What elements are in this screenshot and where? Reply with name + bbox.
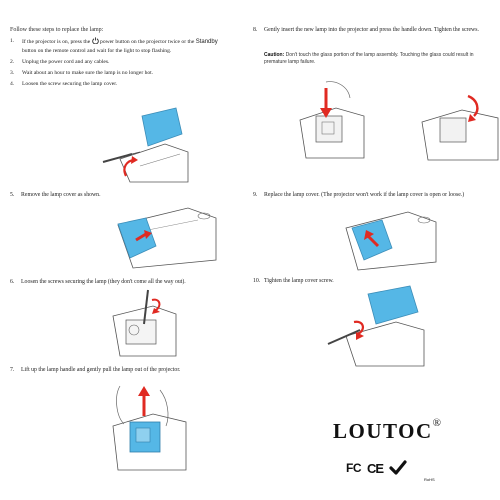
- step-1: 1. If the projector is on, press the pow…: [10, 37, 242, 55]
- rohs-label: RoHS: [424, 477, 435, 482]
- step-1-text-c: button on the remote control and wait fo…: [22, 47, 172, 54]
- illustration-step-6: [112, 289, 177, 357]
- illustration-step-4: [102, 107, 189, 183]
- step-number: 6.: [10, 279, 15, 285]
- step-text: Tighten the lamp cover screw.: [264, 278, 334, 284]
- step-number: 4.: [10, 81, 15, 88]
- step-6: 6. Loosen the screws securing the lamp (t…: [10, 278, 250, 286]
- illustration-step-7: [112, 385, 187, 471]
- step-number: 1.: [10, 38, 15, 44]
- step-7: 7. Lift up the lamp handle and gently pul…: [10, 366, 250, 374]
- step-9: 9. Replace the lamp cover. (The projector…: [253, 191, 498, 199]
- step-10: 10.Tighten the lamp cover screw.: [253, 277, 493, 285]
- step-text: Loosen the screws securing the lamp (the…: [21, 279, 186, 285]
- step-number: 9.: [253, 192, 258, 198]
- step-text: Gently insert the new lamp into the proj…: [264, 27, 479, 33]
- caution-text: Don't touch the glass portion of the lam…: [264, 52, 474, 65]
- illustration-step-9: [345, 211, 437, 271]
- fc-mark: FC: [346, 461, 362, 475]
- caution-label: Caution:: [264, 52, 285, 58]
- step-text: Loosen the screw securing the lamp cover…: [22, 81, 118, 88]
- rohs-check-icon: [389, 460, 407, 476]
- step-1-text-b: power button on the projector twice or t…: [100, 39, 195, 45]
- step-1-text-a: If the projector is on, press the: [22, 39, 91, 45]
- certification-marks: FC CE: [346, 460, 407, 476]
- illustration-step-8-insert: [299, 81, 365, 159]
- illustration-step-5: [117, 207, 217, 269]
- instructions-intro: Follow these steps to replace the lamp:: [10, 27, 104, 33]
- step-4: 4. Loosen the screw securing the lamp co…: [10, 80, 242, 88]
- standby-label: Standby: [195, 39, 218, 45]
- step-text: Lift up the lamp handle and gently pull …: [21, 367, 181, 373]
- step-number: 10.: [253, 278, 261, 284]
- step-number: 8.: [253, 27, 258, 33]
- step-text: Wait about an hour to make sure the lamp…: [22, 69, 154, 76]
- brand-logo: LOUTOC®: [333, 417, 443, 444]
- step-number: 3.: [10, 69, 15, 76]
- ce-mark: CE: [367, 460, 384, 476]
- brand-name: LOUTOC: [333, 419, 433, 443]
- illustration-step-10: [327, 285, 425, 367]
- steps-list-top: 1. If the projector is on, press the pow…: [10, 37, 242, 91]
- step-number: 5.: [10, 192, 15, 198]
- step-text: Unplug the power cord and any cables.: [22, 58, 110, 65]
- step-5: 5. Remove the lamp cover as shown.: [10, 191, 240, 199]
- step-3: 3. Wait about an hour to make sure the l…: [10, 69, 242, 77]
- step-2: 2. Unplug the power cord and any cables.: [10, 58, 242, 66]
- step-text: Remove the lamp cover as shown.: [21, 192, 101, 198]
- power-icon: [91, 37, 99, 45]
- caution-note: Caution: Don't touch the glass portion o…: [264, 52, 496, 66]
- step-8: 8. Gently insert the new lamp into the pr…: [253, 26, 493, 34]
- step-number: 7.: [10, 367, 15, 373]
- step-number: 2.: [10, 58, 15, 65]
- registered-mark: ®: [432, 417, 443, 429]
- illustration-step-8-press: [421, 94, 499, 161]
- step-text: Replace the lamp cover. (The projector w…: [264, 192, 465, 198]
